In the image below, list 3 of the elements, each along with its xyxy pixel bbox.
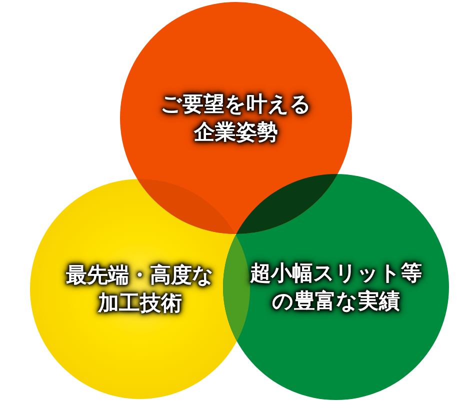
circle-label: ご要望を叶える企業姿勢 xyxy=(160,91,312,146)
circle-label: 超小幅スリット等の豊富な実績 xyxy=(248,260,423,315)
circle-label: 最先端・高度な加工技術 xyxy=(65,262,215,317)
